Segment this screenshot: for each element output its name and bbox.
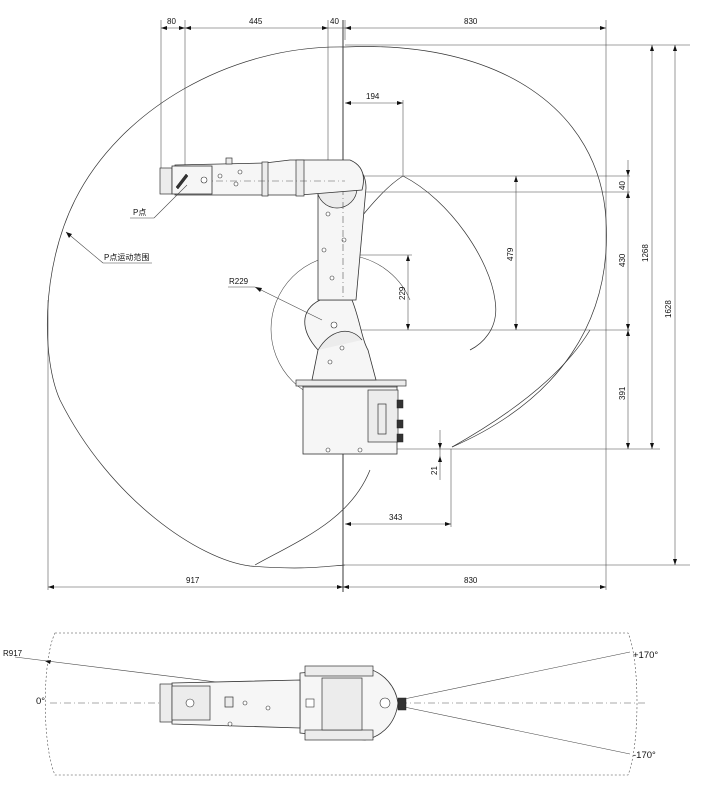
dim-right-40: 40 bbox=[618, 181, 627, 190]
dim-bottom-830: 830 bbox=[464, 576, 478, 585]
dim-top-40: 40 bbox=[330, 17, 339, 26]
label-angle-pos: +170° bbox=[633, 650, 658, 661]
dim-right-391: 391 bbox=[618, 386, 627, 400]
dim-top-830: 830 bbox=[464, 17, 478, 26]
dim-right-479: 479 bbox=[506, 247, 515, 261]
dim-21: 21 bbox=[430, 466, 439, 475]
dim-right-1268: 1268 bbox=[641, 244, 650, 262]
label-angle-neg: -170° bbox=[633, 750, 656, 761]
dim-229: 229 bbox=[398, 286, 407, 300]
dim-bottom-917: 917 bbox=[186, 576, 200, 585]
dim-194: 194 bbox=[366, 92, 380, 101]
dim-right-1628: 1628 bbox=[664, 300, 673, 318]
dim-top-445: 445 bbox=[249, 17, 263, 26]
side-labels: P点 P点运动范围 R229 bbox=[65, 184, 323, 321]
dimensions: 80 445 40 830 194 40 430 391 479 bbox=[48, 17, 677, 589]
top-envelope bbox=[45, 632, 638, 776]
dim-top-80: 80 bbox=[167, 17, 176, 26]
robot-arm-top bbox=[159, 665, 407, 741]
label-p-range: P点运动范围 bbox=[104, 252, 149, 262]
extension-lines bbox=[47, 20, 690, 590]
robot-arm-side bbox=[159, 157, 407, 455]
side-view: 80 445 40 830 194 40 430 391 479 bbox=[47, 17, 690, 592]
label-r229: R229 bbox=[229, 277, 249, 286]
label-point-p: P点 bbox=[133, 208, 146, 217]
dim-343: 343 bbox=[389, 513, 403, 522]
label-angle-zero: 0° bbox=[36, 696, 45, 707]
dim-right-430: 430 bbox=[618, 253, 627, 267]
label-r917: R917 bbox=[3, 649, 23, 658]
top-view: R917 0° +170° -170° bbox=[3, 632, 658, 776]
